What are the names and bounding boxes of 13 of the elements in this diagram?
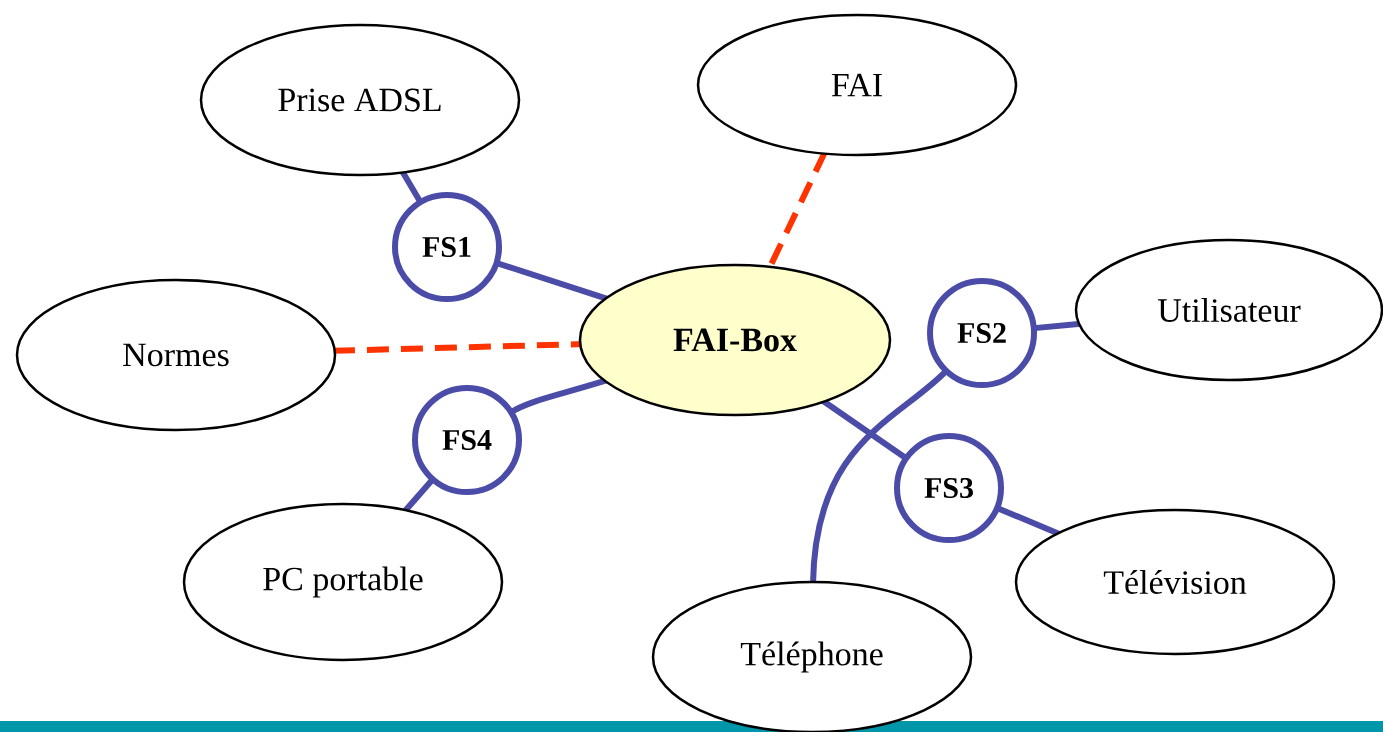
ellipse-node: Prise ADSL [199, 23, 521, 177]
ellipse-node: Normes [15, 278, 337, 432]
ellipse-node: Téléphone [651, 580, 973, 732]
circle-node: FS3 [894, 433, 1004, 543]
circle-node: FS1 [392, 192, 502, 302]
node-label: Téléphone [740, 641, 883, 673]
ellipse-node: FAI [696, 13, 1018, 157]
circle-node: FS2 [927, 278, 1037, 388]
node-label: Utilisateur [1157, 298, 1301, 322]
ellipse-node: Télévision [1014, 508, 1336, 656]
circle-node: FS4 [412, 385, 522, 495]
ellipse-node: Utilisateur [1074, 238, 1383, 382]
ellipse-node: PC portable [182, 502, 504, 662]
